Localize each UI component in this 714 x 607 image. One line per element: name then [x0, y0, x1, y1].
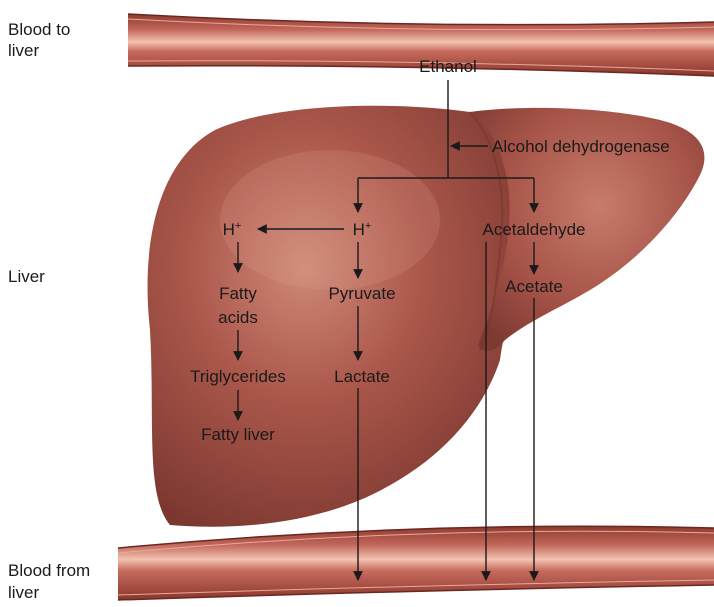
blood-from-liver-label-line1: Blood from — [8, 561, 90, 580]
blood-from-liver-label-line2: liver — [8, 583, 40, 602]
fatty-liver-label: Fatty liver — [201, 425, 275, 444]
fatty-acids-label-line2: acids — [218, 308, 258, 327]
blood-to-liver-label-line2: liver — [8, 41, 40, 60]
pyruvate-label: Pyruvate — [328, 284, 395, 303]
lactate-label: Lactate — [334, 367, 390, 386]
fatty-acids-label-line1: Fatty — [219, 284, 257, 303]
ethanol-label: Ethanol — [419, 57, 477, 76]
acetate-label: Acetate — [505, 277, 563, 296]
blood-to-liver-label-line1: Blood to — [8, 20, 70, 39]
blood-vessel-bottom — [118, 526, 714, 600]
alcohol-dehydrogenase-label: Alcohol dehydrogenase — [492, 137, 670, 156]
triglycerides-label: Triglycerides — [190, 367, 286, 386]
liver-label: Liver — [8, 267, 45, 286]
acetaldehyde-label: Acetaldehyde — [482, 220, 585, 239]
